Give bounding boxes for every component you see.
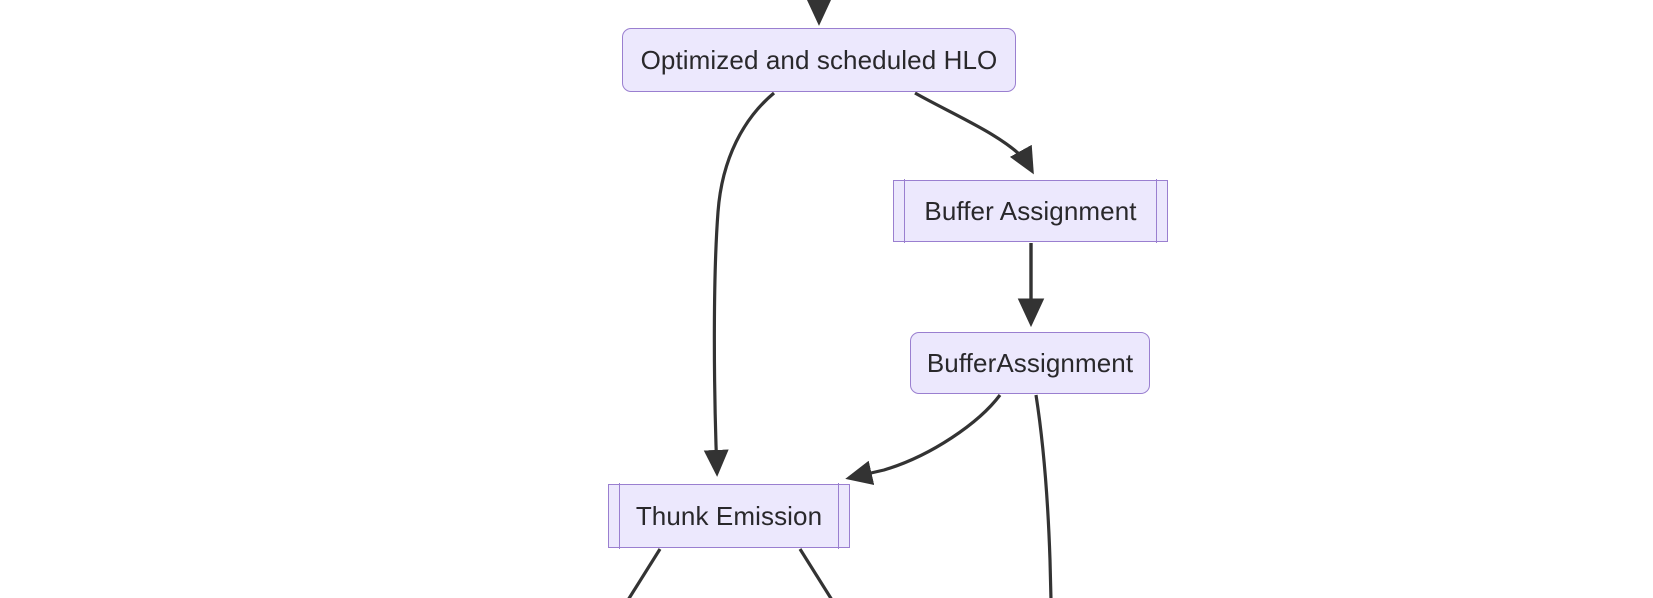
edge-hlo-to-thunk: [703, 91, 776, 477]
node-thunk-emission[interactable]: Thunk Emission: [608, 483, 850, 549]
node-label-thunk-emission: Thunk Emission: [635, 500, 823, 531]
edge-thunk-down-right: [798, 548, 833, 598]
node-optimized-and-scheduled-hlo[interactable]: Optimized and scheduled HLO: [622, 28, 1016, 92]
edge-ba-down: [1034, 394, 1053, 598]
node-label-buffer-assignment-pass: Buffer Assignment: [924, 195, 1137, 226]
edge-hlo-to-buffer: [914, 91, 1034, 175]
node-bufferassignment-object[interactable]: BufferAssignment: [910, 332, 1150, 394]
edge-ba-to-thunk: [845, 394, 1002, 486]
node-label-bufferassignment-object: BufferAssignment: [926, 347, 1134, 378]
edge-thunk-down-left: [627, 548, 662, 598]
node-label-optimized-and-scheduled-hlo: Optimized and scheduled HLO: [640, 44, 998, 75]
node-buffer-assignment-pass[interactable]: Buffer Assignment: [893, 179, 1168, 243]
